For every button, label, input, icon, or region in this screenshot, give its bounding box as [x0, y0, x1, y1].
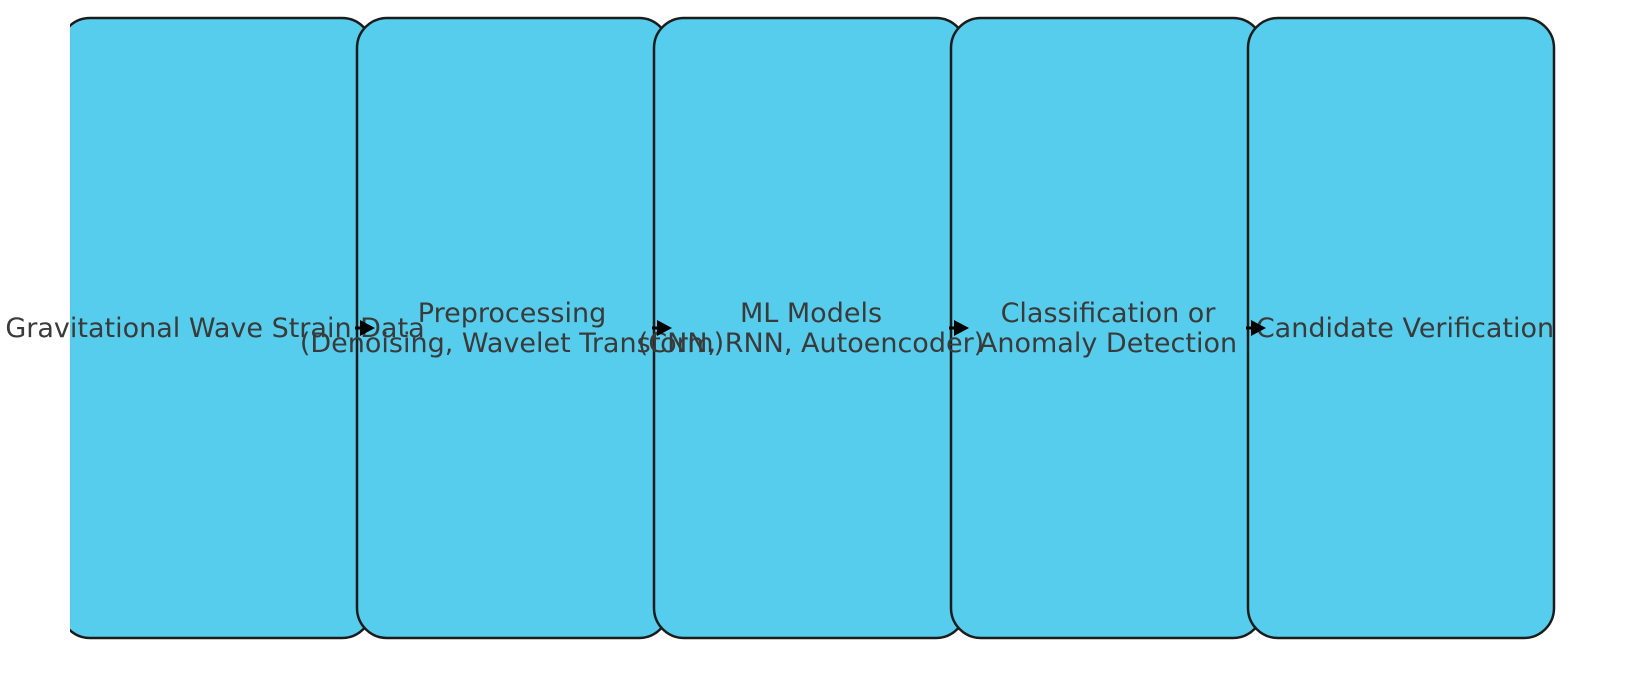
- flow-label-classification-line-2: Anomaly Detection: [979, 328, 1237, 359]
- flow-arrow-ml-models-to-classification: [949, 320, 969, 336]
- flow-arrow-preprocessing-to-ml-models: [652, 320, 672, 336]
- flow-label-classification-line-1: Classification or: [1001, 298, 1217, 329]
- flowchart-arrows: [355, 320, 1266, 336]
- flow-label-ml-models-line-1: ML Models: [740, 298, 882, 329]
- flow-label-preprocessing-line-1: Preprocessing: [418, 298, 606, 329]
- flow-label-candidate-verification-line-1: Candidate Verification: [1256, 313, 1554, 344]
- flowchart-labels: Gravitational Wave Strain DataPreprocess…: [5, 298, 1554, 359]
- flow-label-ml-models-line-2: (CNN, RNN, Autoencoder): [638, 328, 984, 359]
- flowchart-boxes: [70, 16, 1556, 640]
- flow-arrow-classification-to-candidate-verification: [1246, 320, 1266, 336]
- flow-label-strain-data-line-1: Gravitational Wave Strain Data: [5, 313, 424, 344]
- flow-arrow-strain-data-to-preprocessing: [355, 320, 375, 336]
- flow-label-preprocessing-line-2: (Denoising, Wavelet Transform): [300, 328, 724, 359]
